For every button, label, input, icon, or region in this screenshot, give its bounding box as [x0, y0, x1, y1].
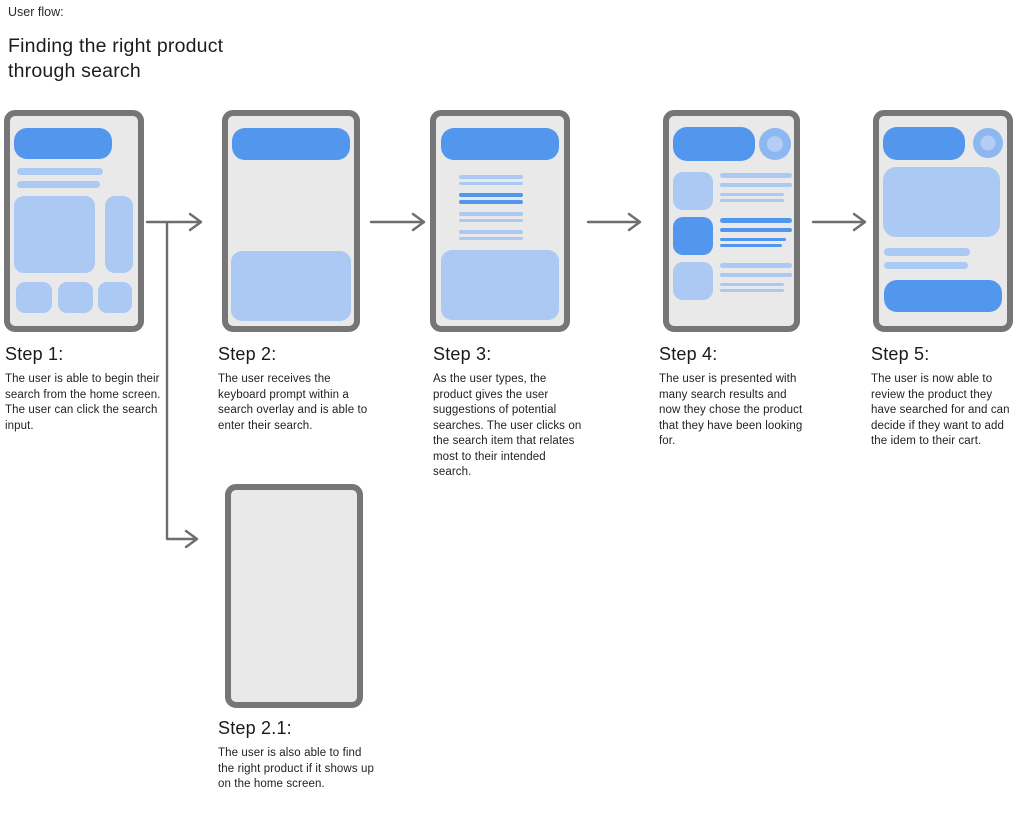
- selected-suggestion-line-shape: [459, 193, 523, 197]
- result-line-shape: [720, 263, 792, 268]
- result-line-shape: [720, 283, 784, 286]
- keyboard-shape: [441, 250, 559, 320]
- flow-arrow-step1-step2-1: [165, 221, 199, 549]
- result-line-shape: [720, 182, 792, 187]
- result-row: [673, 262, 792, 300]
- side-card-shape: [105, 196, 133, 273]
- step-4-title: Step 4:: [659, 344, 718, 364]
- result-line-shape: [720, 193, 784, 196]
- search-bar-shape: [673, 127, 755, 161]
- avatar-inner-dot: [980, 135, 996, 151]
- step-5-title: Step 5:: [871, 344, 930, 364]
- suggestion-line-shape: [459, 212, 523, 216]
- result-row: [673, 172, 792, 210]
- step-5-text-block: Step 5: The user is now able to review t…: [871, 344, 1017, 450]
- flow-arrow-step4-step5: [811, 212, 867, 232]
- step-3-text-block: Step 3: As the user types, the product g…: [433, 344, 585, 481]
- result-thumbnail-shape: [673, 262, 713, 300]
- step-4-text-block: Step 4: The user is presented with many …: [659, 344, 811, 450]
- text-line-shape: [17, 168, 103, 175]
- result-row-selected: [673, 217, 792, 255]
- avatar-icon: [759, 128, 791, 160]
- step-3-title: Step 3:: [433, 344, 492, 364]
- phone-mockup-step4-results: [663, 110, 800, 332]
- step-3-description: As the user types, the product gives the…: [433, 373, 582, 478]
- step-4-description: The user is presented with many search r…: [659, 373, 803, 447]
- result-line-shape: [720, 218, 792, 223]
- avatar-icon: [973, 128, 1003, 158]
- result-text-lines: [720, 262, 792, 300]
- step-2-description: The user receives the keyboard prompt wi…: [218, 373, 368, 432]
- flow-arrow-step3-step4: [586, 212, 642, 232]
- result-line-shape: [720, 173, 792, 178]
- suggestion-line-shape: [459, 236, 523, 240]
- suggestion-list: [459, 175, 523, 240]
- step-2-1-title: Step 2.1:: [218, 718, 292, 738]
- eyebrow-label: User flow:: [8, 5, 64, 19]
- text-line-shape: [884, 248, 970, 256]
- phone-mockup-step3-suggestions: [430, 110, 570, 332]
- result-line-shape: [720, 227, 792, 232]
- text-line-shape: [884, 262, 968, 269]
- step-2-1-text-block: Step 2.1: The user is also able to find …: [218, 718, 376, 793]
- suggestion-line-shape: [459, 218, 523, 222]
- step-2-text-block: Step 2: The user receives the keyboard p…: [218, 344, 370, 434]
- flow-arrow-step1-step2: [145, 212, 203, 232]
- phone-mockup-step2-search-overlay: [222, 110, 360, 332]
- phone-mockup-step5-product-page: [873, 110, 1013, 332]
- search-bar-shape: [14, 128, 112, 159]
- result-thumbnail-shape: [673, 217, 713, 255]
- step-5-description: The user is now able to review the produ…: [871, 373, 1010, 447]
- product-image-shape: [883, 167, 1000, 237]
- step-2-title: Step 2:: [218, 344, 277, 364]
- step-1-text-block: Step 1: The user is able to begin their …: [5, 344, 163, 434]
- category-tile-shape: [16, 282, 52, 313]
- result-thumbnail-shape: [673, 172, 713, 210]
- result-line-shape: [720, 289, 784, 292]
- result-line-shape: [720, 238, 786, 241]
- selected-suggestion-line-shape: [459, 200, 523, 204]
- avatar-inner-dot: [767, 136, 783, 152]
- suggestion-line-shape: [459, 230, 523, 234]
- hero-card-shape: [14, 196, 95, 273]
- text-line-shape: [17, 181, 100, 188]
- step-1-title: Step 1:: [5, 344, 64, 364]
- add-to-cart-button-shape: [884, 280, 1002, 312]
- keyboard-shape: [231, 251, 351, 321]
- phone-mockup-step2-1-home-screen: [225, 484, 363, 708]
- search-bar-shape: [441, 128, 559, 160]
- category-tile-shape: [98, 282, 132, 313]
- category-tile-shape: [58, 282, 93, 313]
- search-bar-shape: [232, 128, 350, 160]
- result-line-shape: [720, 244, 782, 247]
- step-2-1-description: The user is also able to find the right …: [218, 747, 374, 790]
- result-text-lines: [720, 172, 792, 210]
- phone-mockup-step1-home-screen: [4, 110, 144, 332]
- flow-arrow-step2-step3: [369, 212, 426, 232]
- suggestion-line-shape: [459, 175, 523, 179]
- result-text-lines: [720, 217, 792, 255]
- result-line-shape: [720, 199, 784, 202]
- step-1-description: The user is able to begin their search f…: [5, 373, 161, 432]
- suggestion-line-shape: [459, 181, 523, 185]
- page-title: Finding the right product through search: [8, 35, 224, 82]
- result-line-shape: [720, 272, 792, 277]
- search-bar-shape: [883, 127, 965, 160]
